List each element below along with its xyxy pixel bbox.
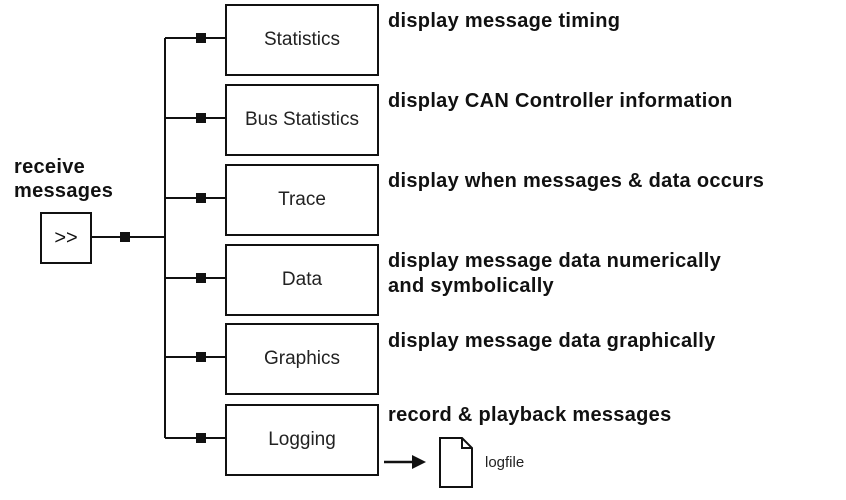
source-symbol: >> xyxy=(54,226,78,249)
connector-data xyxy=(196,273,206,283)
module-label: Data xyxy=(281,269,323,290)
module-label: Bus Statistics xyxy=(244,109,360,130)
connector-statistics xyxy=(196,33,206,43)
description-statistics: display message timing xyxy=(388,10,621,32)
connector-bus-statistics xyxy=(196,113,206,123)
file-icon xyxy=(439,437,473,488)
connector-trace xyxy=(196,193,206,203)
module-label: Statistics xyxy=(263,29,341,50)
module-graphics: Graphics xyxy=(225,323,379,395)
logfile-label: logfile xyxy=(485,454,525,471)
receive-source-block: >> xyxy=(40,212,92,264)
connector-source xyxy=(120,232,130,242)
module-label: Graphics xyxy=(263,348,341,369)
module-statistics: Statistics xyxy=(225,4,379,76)
receive-messages-label: receive messages xyxy=(14,156,114,202)
description-logging: record & playback messages xyxy=(388,404,672,426)
module-data: Data xyxy=(225,244,379,316)
connector-graphics xyxy=(196,352,206,362)
description-bus-statistics: display CAN Controller information xyxy=(388,90,733,112)
description-graphics: display message data graphically xyxy=(388,330,716,352)
connector-logging xyxy=(196,433,206,443)
module-logging: Logging xyxy=(225,404,379,476)
module-bus-statistics: Bus Statistics xyxy=(225,84,379,156)
module-label: Trace xyxy=(278,189,326,210)
module-label: Logging xyxy=(268,429,336,450)
description-trace: display when messages & data occurs xyxy=(388,170,765,192)
description-data: display message data numerically and sym… xyxy=(388,250,722,297)
module-trace: Trace xyxy=(225,164,379,236)
